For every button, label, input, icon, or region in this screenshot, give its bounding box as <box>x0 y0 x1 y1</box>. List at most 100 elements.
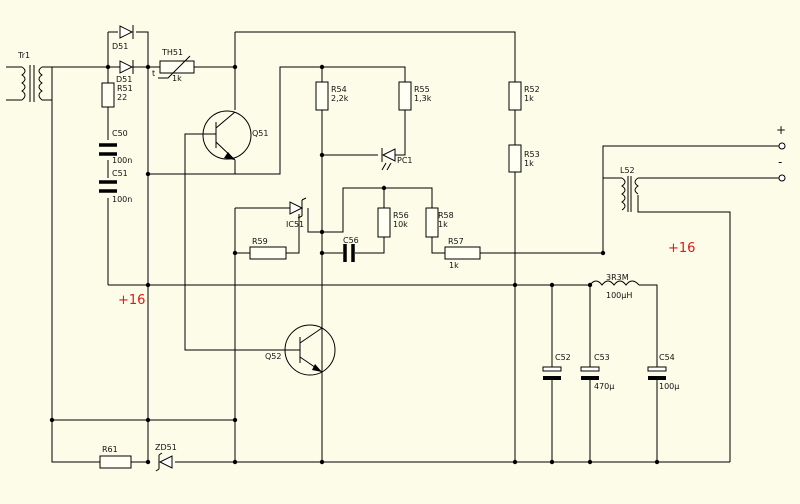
tr1-secondary-coil <box>38 66 52 101</box>
junction-dot <box>549 459 555 465</box>
q51-emitter-arrow <box>224 152 235 160</box>
diode-d51-lower: D51 <box>108 60 148 84</box>
pc1-light-arrows <box>381 162 392 171</box>
transformer-tr1: Tr1 <box>6 51 52 102</box>
th51-value: 1k <box>172 74 182 83</box>
q51-label: Q51 <box>252 129 268 138</box>
inductor-3r3m: 3R3M 100µH <box>589 273 640 300</box>
pc1-label: PC1 <box>397 156 413 165</box>
tr1-core <box>29 65 35 102</box>
q52-body <box>284 324 336 376</box>
l52-coil-1 <box>603 177 626 211</box>
r59-body <box>249 246 287 260</box>
resistor-r55: R55 1,3k <box>398 81 432 111</box>
c50-plates <box>99 143 117 156</box>
r54-ref: R54 <box>331 85 347 94</box>
wire-r55-pc1 <box>322 110 406 156</box>
inductor-l52: L52 <box>602 146 639 212</box>
junction-dot <box>232 417 238 423</box>
wire-q51-emitter <box>148 66 406 175</box>
r56-ref: R56 <box>393 211 409 220</box>
optocoupler-pc1: PC1 <box>381 148 413 171</box>
terminal-plus[interactable] <box>778 142 786 150</box>
th51-mark: t <box>152 69 155 78</box>
r54-value: 2,2k <box>331 94 349 103</box>
wires <box>51 31 780 463</box>
l3r3m-ref: 3R3M <box>606 273 629 282</box>
q51-body <box>202 110 252 160</box>
d51-lower-label: D51 <box>116 75 132 84</box>
th51-slash <box>158 55 191 79</box>
junction-dot <box>319 250 325 256</box>
junction-dot <box>145 282 151 288</box>
r55-value: 1,3k <box>414 94 432 103</box>
diode-triangle <box>119 25 134 39</box>
r58-value: 1k <box>438 220 448 229</box>
capacitor-c51: C51 100n <box>99 169 132 204</box>
junction-dot <box>145 417 151 423</box>
junction-dots <box>49 64 660 465</box>
r56-body <box>377 207 391 238</box>
resistor-r51: R51 22 <box>101 82 133 108</box>
r51-value: 22 <box>117 93 127 102</box>
r55-body <box>398 81 412 111</box>
output-terminals: + - <box>776 123 786 182</box>
wire-top-rail <box>234 31 516 110</box>
r53-ref: R53 <box>524 150 540 159</box>
wire-cap-bottoms <box>551 380 658 462</box>
l52-label: L52 <box>620 166 635 175</box>
junction-dot <box>600 250 606 256</box>
junction-dot <box>654 459 660 465</box>
d51-upper-label: D51 <box>112 42 128 51</box>
wire-tr-bottom <box>51 100 100 463</box>
l3r3m-value: 100µH <box>606 291 632 300</box>
r53-value: 1k <box>524 159 534 168</box>
transistor-q52: Q52 <box>265 324 336 376</box>
pc1-triangle <box>381 148 396 162</box>
r57-ref: R57 <box>448 237 464 246</box>
tr1-label: Tr1 <box>17 51 30 60</box>
junction-dot <box>49 417 55 423</box>
wire-d51-upper <box>107 31 149 67</box>
r55-ref: R55 <box>414 85 430 94</box>
wire-th51-node <box>147 66 235 462</box>
c50-ref: C50 <box>112 129 128 138</box>
c51-ref: C51 <box>112 169 128 178</box>
c54-plate-bottom <box>648 376 666 380</box>
junction-dot <box>145 459 151 465</box>
r54-body <box>315 81 329 111</box>
capacitor-c50: C50 100n <box>99 129 132 165</box>
r52-ref: R52 <box>524 85 540 94</box>
r53-body <box>508 144 522 173</box>
r51-ref: R51 <box>117 84 133 93</box>
resistor-r58: R58 1k <box>425 207 454 238</box>
r58-ref: R58 <box>438 211 454 220</box>
wire-r56-r58 <box>322 187 433 254</box>
c52-plate-top <box>542 366 562 372</box>
resistor-r56: R56 10k <box>377 207 409 238</box>
wire-l52 <box>602 145 780 462</box>
c54-value: 100µ <box>659 382 679 391</box>
junction-dot <box>319 229 325 235</box>
junction-dot <box>232 250 238 256</box>
c51-value: 100n <box>112 195 132 204</box>
l52-coil-2 <box>634 177 639 195</box>
terminal-minus[interactable] <box>778 174 786 182</box>
c56-ref: C56 <box>343 236 359 245</box>
r59-ref: R59 <box>252 237 268 246</box>
c53-ref: C53 <box>594 353 610 362</box>
wire-plus16-rail <box>108 284 658 367</box>
junction-dot <box>512 459 518 465</box>
c52-plate-bottom <box>543 376 561 380</box>
junction-dot <box>319 64 325 70</box>
th51-ref: TH51 <box>161 48 183 57</box>
junction-dot <box>587 459 593 465</box>
resistor-r52: R52 1k <box>508 81 540 111</box>
resistor-r54: R54 2,2k <box>315 81 349 111</box>
wire-tr-top <box>51 66 148 100</box>
r52-body <box>508 81 522 111</box>
r52-value: 1k <box>524 94 534 103</box>
r58-body <box>425 207 439 238</box>
q52-emitter-arrow <box>312 364 322 372</box>
